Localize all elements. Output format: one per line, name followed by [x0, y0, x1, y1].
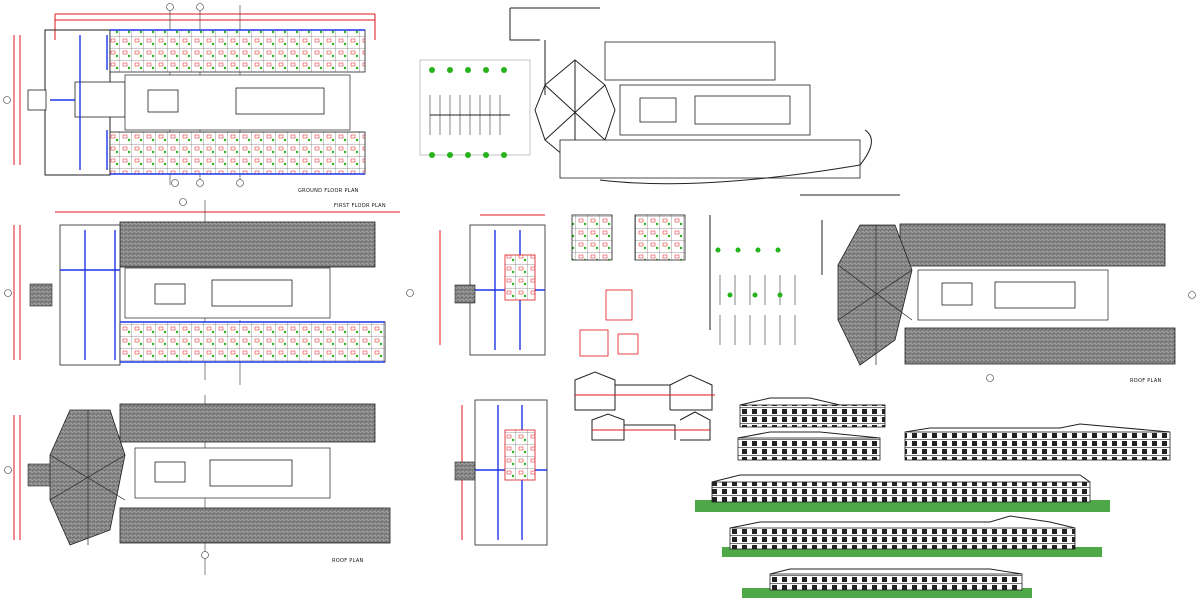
tree-row-parking [715, 247, 783, 298]
elevation-6 [742, 568, 1032, 598]
section-plan-upper [439, 214, 546, 356]
section-plan-lower [454, 399, 548, 546]
elevation-5 [722, 515, 1102, 557]
elevation-3 [904, 423, 1171, 461]
elevation-4 [695, 474, 1110, 512]
roof-plan-bottom-label: ROOF PLAN [332, 558, 364, 564]
roof-plan-right-drawing [709, 194, 1196, 382]
ground-floor-plan-drawing [3, 3, 376, 187]
ground-floor-plan-label: GROUND FLOOR PLAN [298, 188, 359, 194]
roof-plan-right-label: ROOF PLAN [1130, 378, 1162, 384]
tree-row-south [429, 152, 507, 158]
elevation-1 [739, 397, 886, 428]
first-floor-plan-drawing [4, 198, 414, 385]
building-sections [574, 371, 715, 441]
roof-plan-bottom-drawing [4, 395, 391, 575]
first-floor-plan-label: FIRST FLOOR PLAN [334, 203, 386, 209]
elevation-2 [737, 431, 881, 461]
site-plan-drawing [419, 7, 872, 185]
tree-row-north [429, 67, 507, 73]
room-detail-thumbnails [571, 214, 686, 357]
